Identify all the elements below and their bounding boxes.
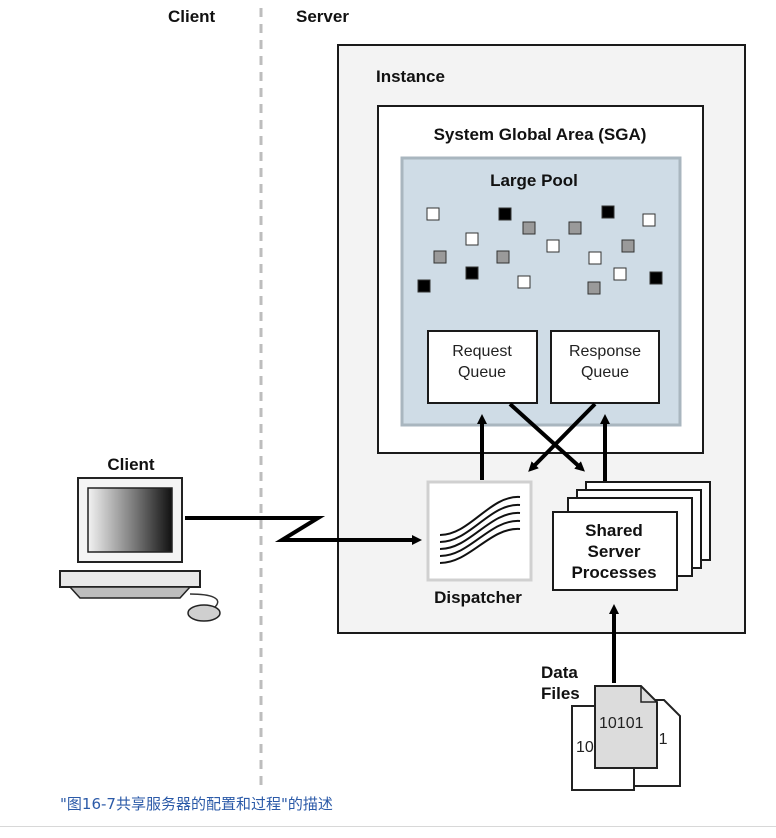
memory-block — [465, 232, 479, 246]
memory-block — [433, 250, 447, 264]
shared-server-processes: Shared Server Processes — [552, 481, 711, 591]
client-computer-icon: Client — [59, 455, 221, 622]
memory-block — [587, 281, 601, 295]
instance-label: Instance — [376, 67, 445, 86]
server-zone-label: Server — [296, 7, 349, 26]
data-file-front-fold — [640, 686, 657, 703]
large-pool-label: Large Pool — [490, 171, 578, 190]
response-queue-to-dispatcher-arrow — [528, 402, 597, 472]
memory-block — [426, 207, 440, 221]
data-file-front-text: 10101 — [599, 715, 644, 732]
dispatcher: Dispatcher — [426, 480, 533, 607]
keyboard — [68, 586, 192, 599]
dispatcher-wave-icon — [439, 495, 521, 564]
client-to-dispatcher-connection — [185, 516, 422, 545]
memory-blocks — [417, 205, 663, 295]
data-file-front — [594, 685, 658, 769]
memory-block — [465, 266, 479, 280]
memory-block — [601, 205, 615, 219]
response-queue-line1: Response — [569, 343, 641, 360]
client-computer-label: Client — [107, 455, 155, 474]
bottom-divider — [0, 826, 776, 827]
data-files-icon: 10101 10101 10101 — [571, 685, 681, 791]
memory-block — [517, 275, 531, 289]
figure-caption-link[interactable]: "图16-7共享服务器的配置和过程"的描述 — [60, 795, 333, 813]
shared-server-line1: Shared — [585, 521, 643, 540]
response-queue-box — [550, 330, 660, 404]
request-queue-box — [427, 330, 538, 404]
request-queue-line2: Queue — [458, 364, 506, 381]
memory-block — [588, 251, 602, 265]
shared-server-box — [552, 511, 678, 591]
computer-base — [59, 570, 201, 588]
sga-label: System Global Area (SGA) — [434, 125, 647, 144]
memory-block — [568, 221, 582, 235]
queue-arrows — [477, 402, 610, 482]
request-queue-line1: Request — [452, 343, 512, 360]
memory-block — [642, 213, 656, 227]
data-files-label-line1: Data — [541, 663, 578, 682]
response-queue-line2: Queue — [581, 364, 629, 381]
client-zone-label: Client — [168, 7, 216, 26]
memory-block — [417, 279, 431, 293]
mouse — [187, 604, 221, 622]
memory-block — [498, 207, 512, 221]
memory-block — [522, 221, 536, 235]
request-queue-to-shared-server-arrow — [508, 402, 585, 472]
shared-server-line3: Processes — [571, 563, 656, 582]
monitor-screen — [87, 487, 173, 553]
data-files-label-line2: Files — [541, 684, 580, 703]
mouse-cord — [189, 593, 219, 609]
dispatcher-label: Dispatcher — [434, 588, 522, 607]
shared-server-line2: Server — [588, 542, 641, 561]
memory-block — [649, 271, 663, 285]
memory-block — [496, 250, 510, 264]
memory-block — [546, 239, 560, 253]
memory-block — [621, 239, 635, 253]
memory-block — [613, 267, 627, 281]
